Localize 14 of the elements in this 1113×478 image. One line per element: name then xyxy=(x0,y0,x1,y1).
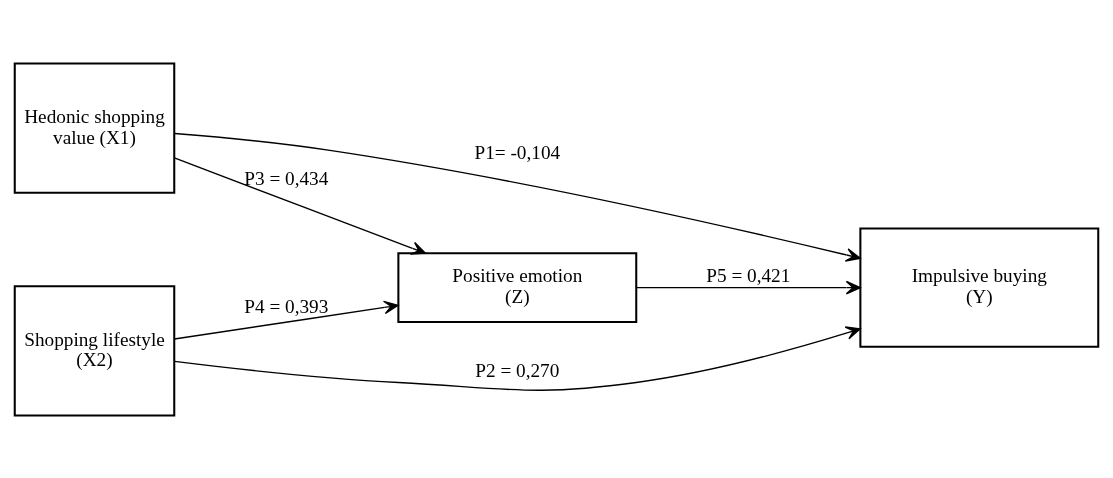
arrow xyxy=(174,325,861,391)
edge-label: P4 = 0,393 xyxy=(244,295,329,317)
edge-label: P2 = 0,270 xyxy=(475,359,560,381)
arrow xyxy=(173,132,861,262)
arrow xyxy=(635,280,861,294)
node-box: Impulsive buying (Y) xyxy=(859,226,1100,348)
node-box: Shopping lifestyle (X2) xyxy=(13,284,176,417)
edge-label: P1= -0,104 xyxy=(474,141,561,163)
node-box: Positive emotion (Z) xyxy=(397,251,638,323)
node-box: Hedonic shopping value (X1) xyxy=(13,61,176,194)
edge-label: P3 = 0,434 xyxy=(244,167,329,189)
arrow xyxy=(173,300,399,340)
arrow xyxy=(173,156,427,255)
edge-label: P5 = 0,421 xyxy=(706,264,791,286)
